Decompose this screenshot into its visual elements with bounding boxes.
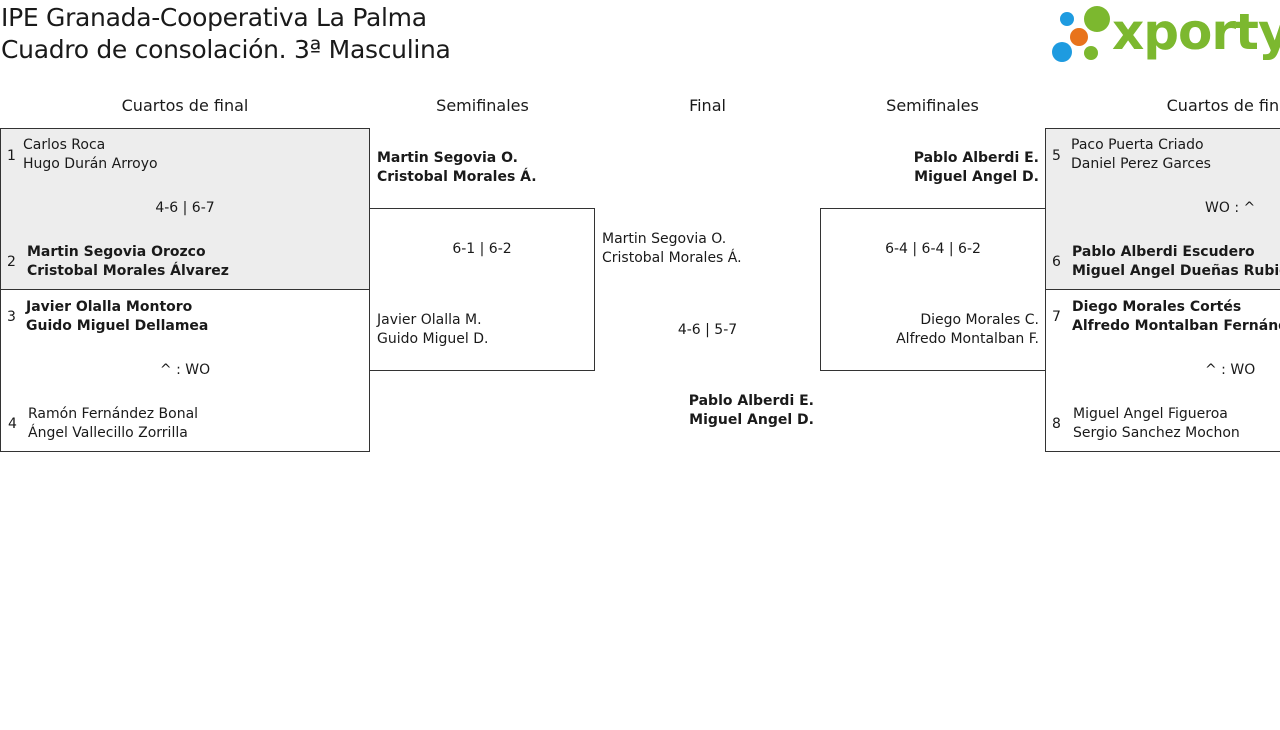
final-winner: Miguel Angel D. [689, 412, 814, 428]
player-name: Carlos Roca [23, 137, 106, 153]
match-score: ^ : WO [1205, 362, 1256, 378]
qf-right-match-1: 5 Paco Puerta Criado Daniel Perez Garces… [1045, 128, 1280, 290]
player-name: Paco Puerta Criado [1071, 137, 1204, 153]
logo-dot-orange [1070, 28, 1088, 46]
column-header-qf-left: Cuartos de final [121, 96, 249, 115]
player-name-winner: Pablo Alberdi Escudero [1072, 244, 1255, 260]
seed-number: 8 [1052, 416, 1061, 432]
seed-number: 5 [1052, 148, 1061, 164]
column-header-qf-right: Cuartos de final [1166, 96, 1280, 115]
column-header-sf-right: Semifinales [886, 96, 979, 115]
xporty-logo[interactable]: xporty [1050, 3, 1280, 68]
player-name-winner: Guido Miguel Dellamea [26, 318, 209, 334]
qf-right-match-2: 7 Diego Morales Cortés Alfredo Montalban… [1045, 289, 1280, 452]
player-name: Javier Olalla M. [377, 312, 482, 328]
seed-number: 6 [1052, 254, 1061, 270]
player-name: Ramón Fernández Bonal [28, 406, 199, 422]
logo-dot-blue-small [1060, 12, 1074, 26]
match-score: ^ : WO [159, 362, 211, 378]
player-name: Guido Miguel D. [377, 331, 489, 347]
player-name-winner: Alfredo Montalban Fernández [1072, 318, 1280, 334]
column-header-final: Final [689, 96, 726, 115]
logo-dot-green [1084, 6, 1110, 32]
player-name: Miguel Angel Figueroa [1073, 406, 1228, 422]
sf-left-top-player: Cristobal Morales Á. [377, 169, 537, 185]
sf-right-top-player: Miguel Angel D. [914, 169, 1039, 185]
sf-left-match: 6-1 | 6-2 Javier Olalla M. Guido Miguel … [369, 208, 595, 371]
player-name: Hugo Durán Arroyo [23, 156, 158, 172]
qf-left-match-2: 3 Javier Olalla Montoro Guido Miguel Del… [0, 289, 370, 452]
seed-number: 7 [1052, 309, 1061, 325]
final-winner: Pablo Alberdi E. [688, 393, 814, 409]
player-name: Diego Morales C. [920, 312, 1039, 328]
player-name: Sergio Sanchez Mochon [1073, 425, 1240, 441]
player-name: Ángel Vallecillo Zorrilla [28, 425, 188, 441]
player-name-winner: Martin Segovia Orozco [27, 244, 206, 260]
player-name-winner: Cristobal Morales Álvarez [27, 263, 229, 279]
seed-number: 2 [7, 254, 16, 270]
logo-wordmark: xporty [1112, 3, 1280, 61]
sf-right-match: 6-4 | 6-4 | 6-2 Diego Morales C. Alfredo… [820, 208, 1046, 371]
player-name: Alfredo Montalban F. [896, 331, 1039, 347]
seed-number: 4 [8, 416, 17, 432]
sf-left-top-player: Martin Segovia O. [377, 150, 518, 166]
match-score: 6-4 | 6-4 | 6-2 [885, 241, 981, 257]
seed-number: 1 [7, 148, 16, 164]
player-name-winner: Diego Morales Cortés [1072, 299, 1242, 315]
final-top-player: Cristobal Morales Á. [602, 250, 742, 266]
draw-subtitle: Cuadro de consolación. 3ª Masculina [1, 35, 451, 64]
qf-left-match-1: 1 Carlos Roca Hugo Durán Arroyo 4-6 | 6-… [0, 128, 370, 290]
column-header-sf-left: Semifinales [436, 96, 529, 115]
sf-right-top-player: Pablo Alberdi E. [913, 150, 1039, 166]
seed-number: 3 [7, 309, 16, 325]
match-score: WO : ^ [1205, 200, 1256, 216]
player-name-winner: Miguel Angel Dueñas Rubio [1072, 263, 1280, 279]
final-top-player: Martin Segovia O. [602, 231, 727, 247]
tournament-title: IPE Granada-Cooperativa La Palma [1, 3, 427, 32]
logo-dot-blue [1052, 42, 1072, 62]
logo-dot-green-small [1084, 46, 1098, 60]
match-score: 4-6 | 6-7 [155, 200, 215, 216]
final-score: 4-6 | 5-7 [677, 322, 738, 338]
match-score: 6-1 | 6-2 [452, 241, 512, 257]
player-name: Daniel Perez Garces [1071, 156, 1211, 172]
player-name-winner: Javier Olalla Montoro [26, 299, 193, 315]
